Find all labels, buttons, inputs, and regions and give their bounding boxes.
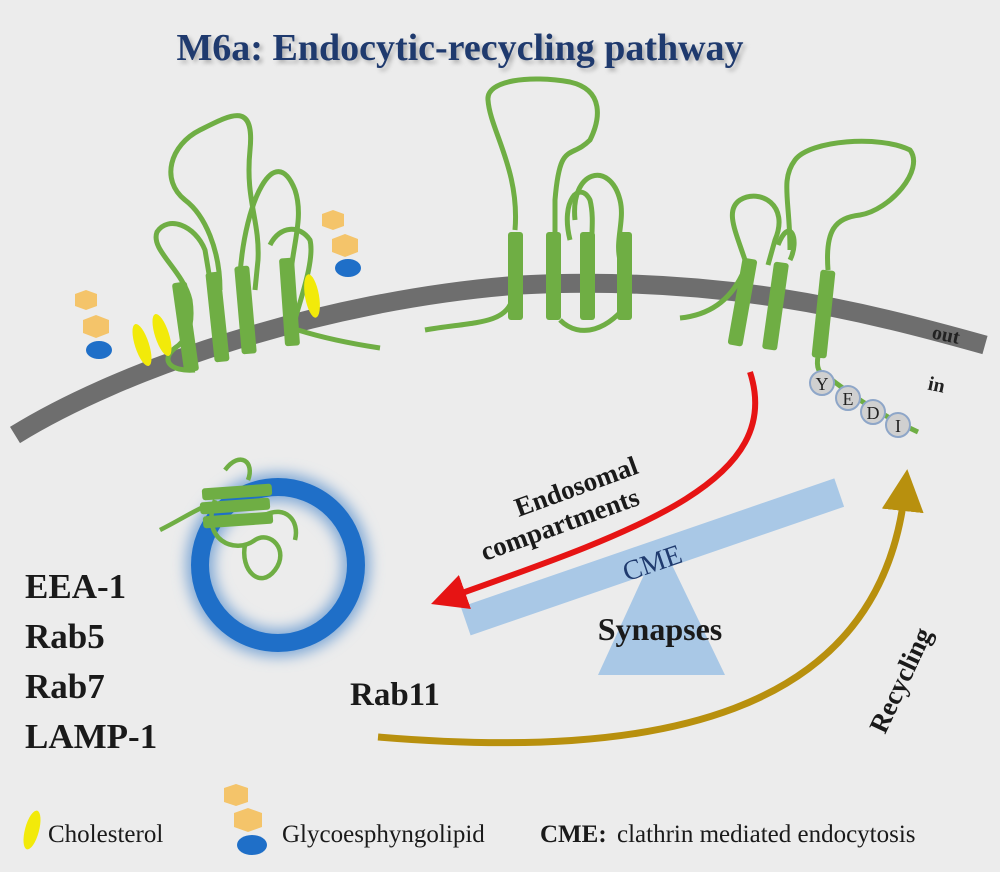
label-out: out [930, 321, 962, 348]
vesicle-protein-helices [199, 483, 274, 529]
plasma-membrane [10, 273, 988, 444]
label-rab11: Rab11 [350, 677, 440, 713]
label-in: in [926, 373, 947, 398]
legend-glyco-label: Glycoesphyngolipid [282, 821, 485, 848]
m6a-protein-right-helices [727, 257, 836, 359]
motif-residue-y: Y [816, 374, 829, 394]
page-title: M6a: Endocytic-recycling pathway [176, 27, 743, 69]
marker-rab7: Rab7 [25, 667, 105, 706]
label-recycling: Recycling [863, 622, 938, 737]
label-synapses: Synapses [598, 611, 723, 647]
marker-rab5: Rab5 [25, 617, 105, 656]
motif-residue-e: E [843, 389, 854, 409]
glycolipid-left [75, 290, 112, 359]
motif-residue-d: D [867, 403, 880, 423]
endosome-markers: EEA-1 Rab5 Rab7 LAMP-1 [25, 567, 157, 756]
legend-glyco-mid [234, 808, 262, 832]
legend-cme-key: CME: [540, 821, 607, 848]
m6a-protein-middle-helices [508, 232, 632, 320]
legend-cholesterol-swatch [23, 810, 41, 850]
legend-glyco-top [224, 784, 248, 806]
legend-cholesterol-label: Cholesterol [48, 821, 163, 848]
title-shadow: M6a: Endocytic-recycling pathway [179, 30, 746, 72]
legend-glyco-base [237, 835, 267, 855]
marker-lamp1: LAMP-1 [25, 717, 157, 756]
m6a-protein-right [679, 138, 917, 374]
cme-beam [460, 478, 845, 636]
glycolipid-mid [322, 210, 361, 277]
endosome-vesicle [191, 478, 365, 652]
legend-cme-definition: clathrin mediated endocytosis [617, 821, 916, 848]
endosomal-arrow [431, 371, 759, 609]
motif-residue-i: I [895, 416, 901, 436]
legend: Cholesterol Glycoesphyngolipid CME: clat… [23, 784, 916, 855]
recycling-arrow [377, 469, 924, 747]
synapses-fulcrum [598, 540, 725, 675]
cholesterol-membrane [132, 274, 320, 367]
m6a-protein-left-helices [172, 257, 300, 373]
yedi-motif: Y E D I [809, 370, 911, 438]
marker-eea1: EEA-1 [25, 567, 126, 606]
